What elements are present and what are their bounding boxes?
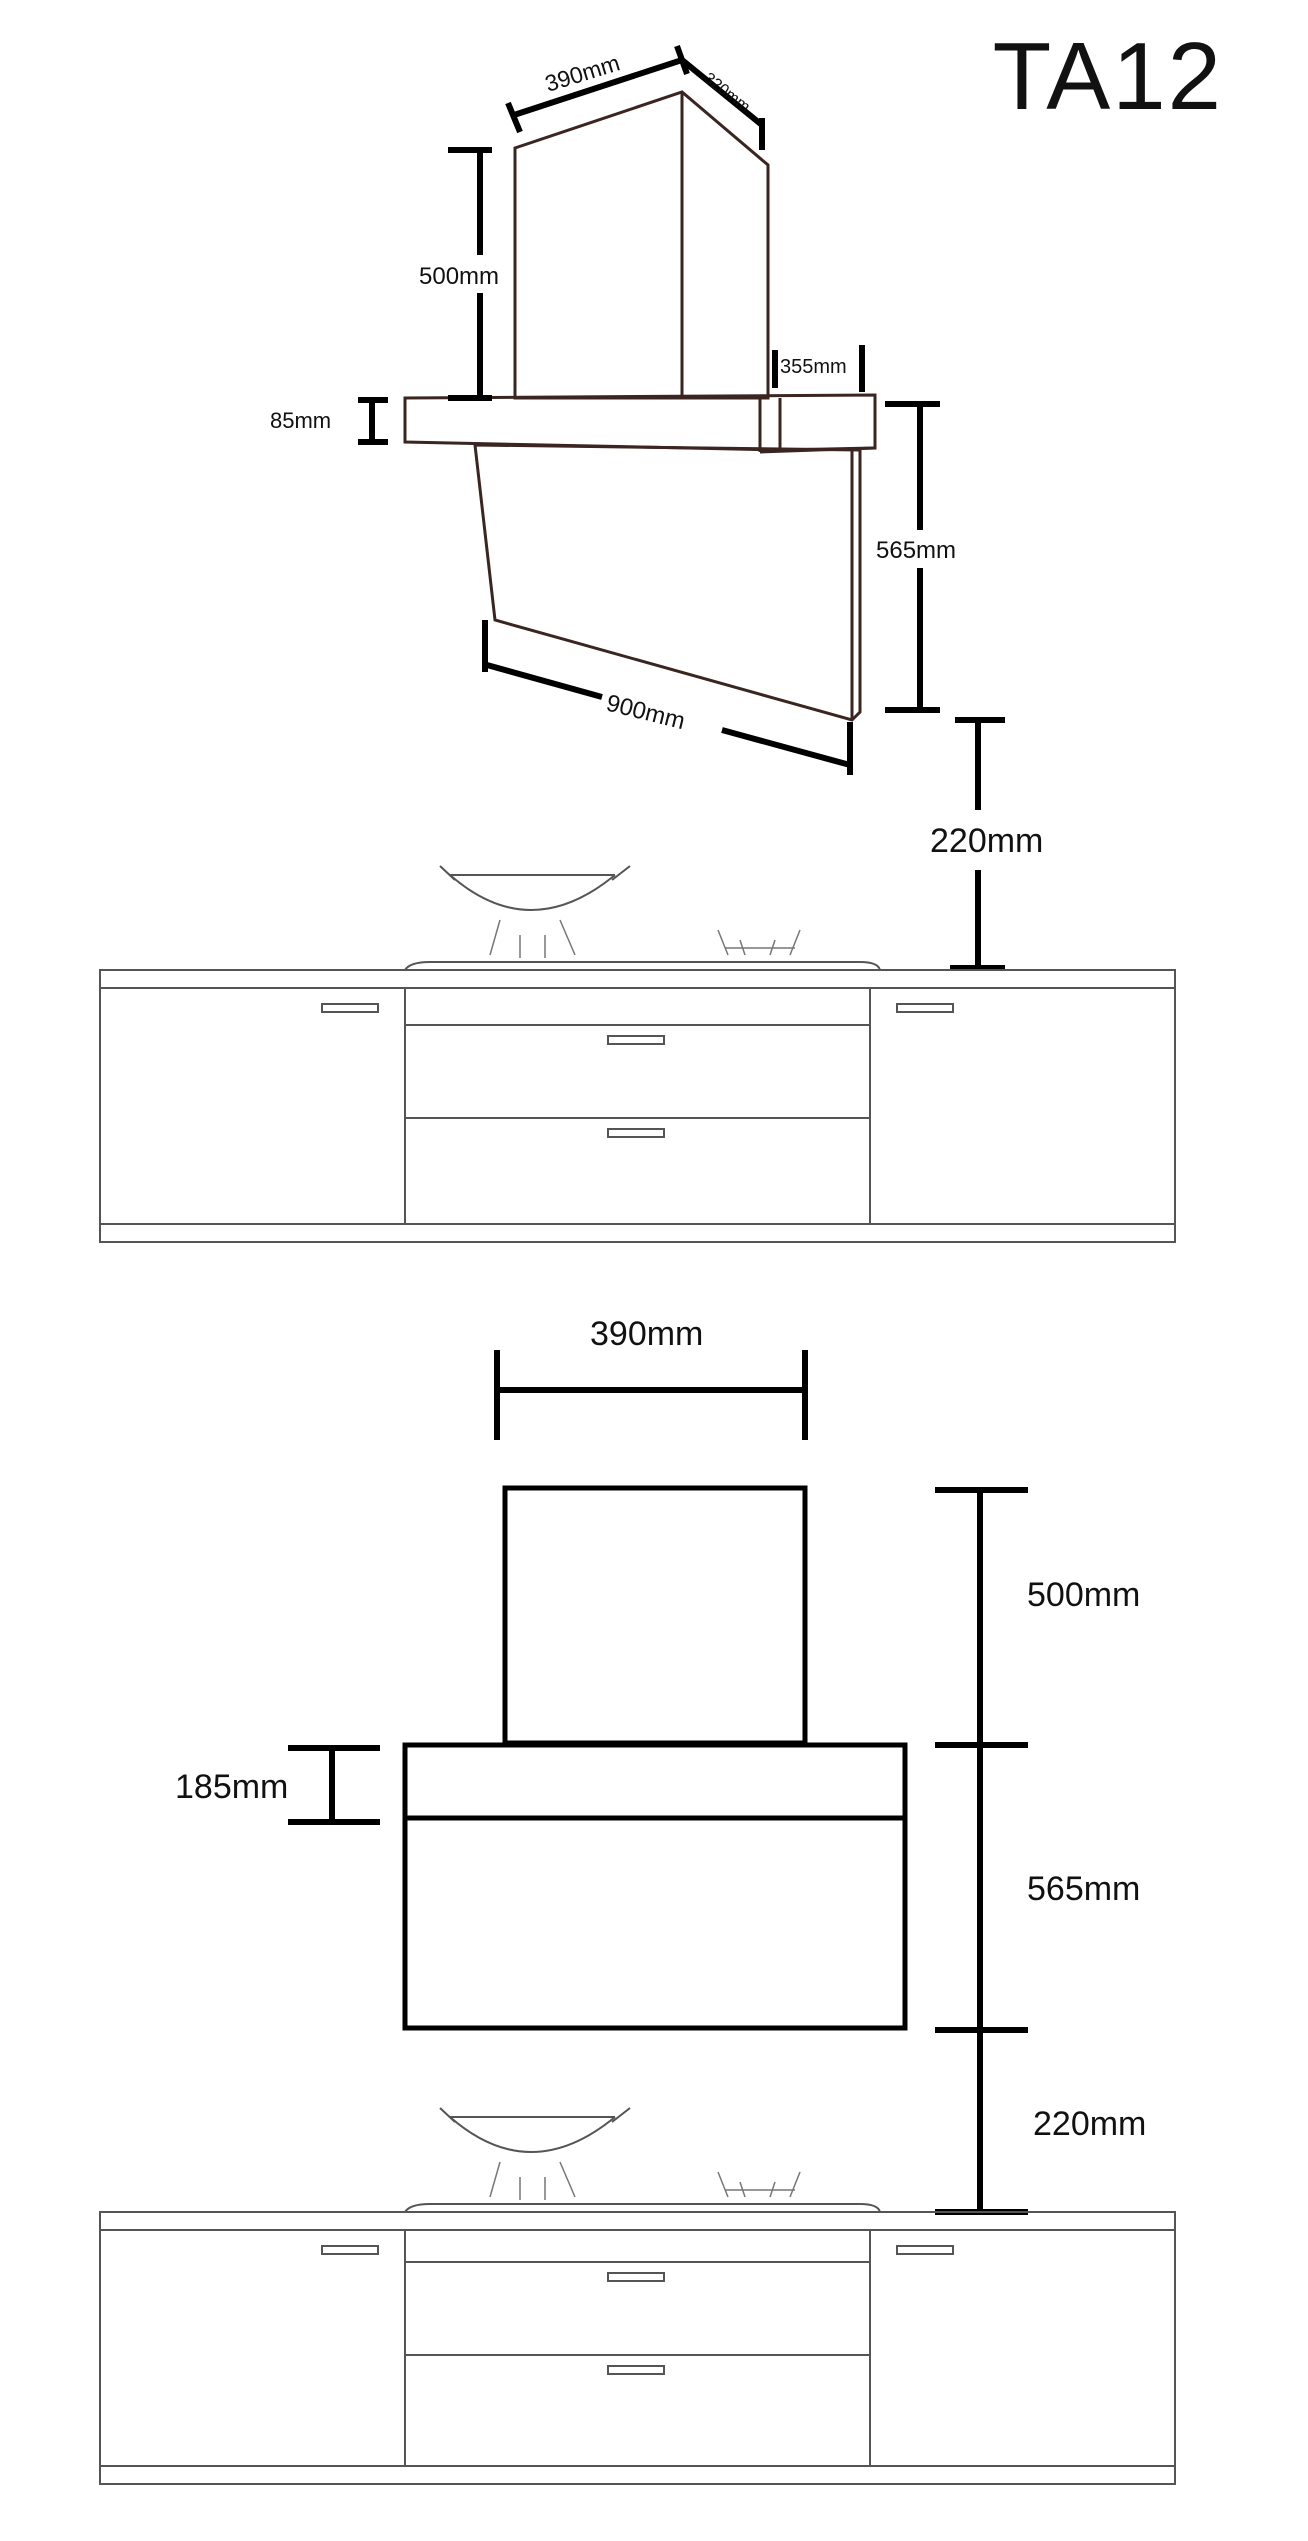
- front-chimney: [502, 1485, 808, 1746]
- counter-top: [99, 969, 1176, 989]
- cabinet-plinth: [99, 1223, 1176, 1243]
- perspective-glass-panel: [473, 443, 862, 722]
- dim-500mm-chimney: 500mm: [415, 147, 505, 401]
- kitchen-cabinet-bottom: [99, 2107, 1176, 2485]
- dim-85mm-canopy: 85mm: [270, 397, 388, 445]
- dim-185mm-front: 185mm: [175, 1745, 380, 1825]
- dim-565mm-panel: 565mm: [875, 401, 970, 713]
- burner-icon: [717, 2171, 801, 2198]
- cabinet-body: [99, 987, 1176, 1225]
- dim-label-900mm: 900mm: [604, 690, 688, 736]
- hob-plate: [404, 961, 881, 971]
- dim-label-355mm: 355mm: [780, 356, 847, 378]
- dim-label-500mm: 500mm: [419, 263, 499, 290]
- model-title: TA12: [992, 23, 1223, 130]
- kitchen-cabinet-top: [99, 865, 1176, 1243]
- dim-320mm-depth: 320mm: [680, 57, 765, 150]
- drawer-handle: [896, 2245, 954, 2255]
- dim-label-85mm: 85mm: [270, 408, 331, 433]
- dim-355mm-canopy: 355mm: [772, 345, 865, 392]
- dim-label-220mm-front: 220mm: [1033, 2105, 1146, 2143]
- perspective-canopy: [403, 393, 877, 454]
- dim-label-220mm-v1: 220mm: [930, 822, 1043, 860]
- dim-900mm-panel: 900mm: [482, 620, 853, 775]
- wok-icon: [439, 2107, 631, 2200]
- front-view: 390mm 185mm 500mm 565mm 220mm: [175, 1315, 1146, 2215]
- drawer-handle: [896, 1003, 954, 1013]
- drawer-handle: [607, 1128, 665, 1138]
- dim-label-565mm-front: 565mm: [1027, 1870, 1140, 1908]
- dim-label-320mm: 320mm: [701, 70, 754, 116]
- burner-icon: [717, 929, 801, 956]
- perspective-chimney: [513, 90, 770, 400]
- front-canopy-band: [402, 1742, 908, 1821]
- cabinet-plinth: [99, 2465, 1176, 2485]
- drawer-handle: [607, 2365, 665, 2375]
- drawer-handle: [607, 1035, 665, 1045]
- hob-plate: [404, 2203, 881, 2213]
- drawer-handle: [321, 1003, 379, 1013]
- perspective-view: 390mm 320mm 500mm 355mm 85mm: [270, 44, 1055, 971]
- dim-390mm-front: 390mm: [494, 1315, 808, 1440]
- dim-label-500mm-front: 500mm: [1027, 1576, 1140, 1614]
- front-hood-body: [402, 1815, 908, 2031]
- drawer-handle: [607, 2272, 665, 2282]
- wok-icon: [439, 865, 631, 958]
- drawer-handle: [321, 2245, 379, 2255]
- dim-label-565mm-v1: 565mm: [876, 537, 956, 564]
- dim-label-185mm: 185mm: [175, 1768, 288, 1806]
- cabinet-body: [99, 2229, 1176, 2467]
- dim-chain-right: 500mm 565mm 220mm: [935, 1487, 1146, 2215]
- dim-220mm-clearance-v1: 220mm: [925, 717, 1055, 971]
- dim-label-390mm-front: 390mm: [590, 1315, 703, 1353]
